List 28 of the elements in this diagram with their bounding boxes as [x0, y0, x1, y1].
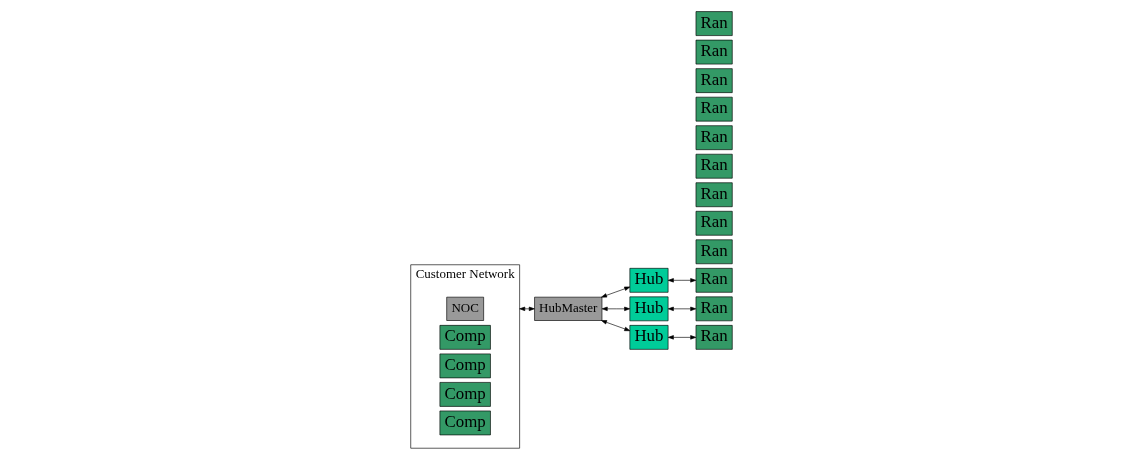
node-box: Ran	[695, 210, 733, 236]
node-box: Comp	[439, 410, 491, 435]
node-box: NOC	[446, 296, 484, 321]
arrow	[601, 319, 631, 331]
node-box: Ran	[695, 296, 733, 321]
arrow	[667, 277, 697, 282]
node-box: Comp	[439, 381, 491, 407]
node-box: Ran	[695, 96, 733, 121]
arrow	[601, 306, 631, 311]
node-box: Hub	[629, 324, 669, 350]
node-box: HubMaster	[534, 296, 603, 321]
node-box: Ran	[695, 238, 733, 264]
node-box: Comp	[439, 324, 491, 350]
node-box: Ran	[695, 124, 733, 150]
node-box: Ran	[695, 153, 733, 179]
arrow	[667, 334, 697, 339]
node-box: Comp	[439, 353, 491, 378]
node-box: Ran	[695, 10, 733, 36]
node-box: Hub	[629, 267, 669, 293]
arrow	[667, 306, 697, 311]
node-box: Ran	[695, 324, 733, 350]
node-box: Ran	[695, 39, 733, 64]
node-box: Ran	[695, 267, 733, 293]
arrow	[519, 306, 535, 311]
node-box: Hub	[629, 296, 669, 321]
arrow	[601, 286, 631, 297]
node-box: Ran	[695, 181, 733, 207]
node-box: Ran	[695, 67, 733, 93]
